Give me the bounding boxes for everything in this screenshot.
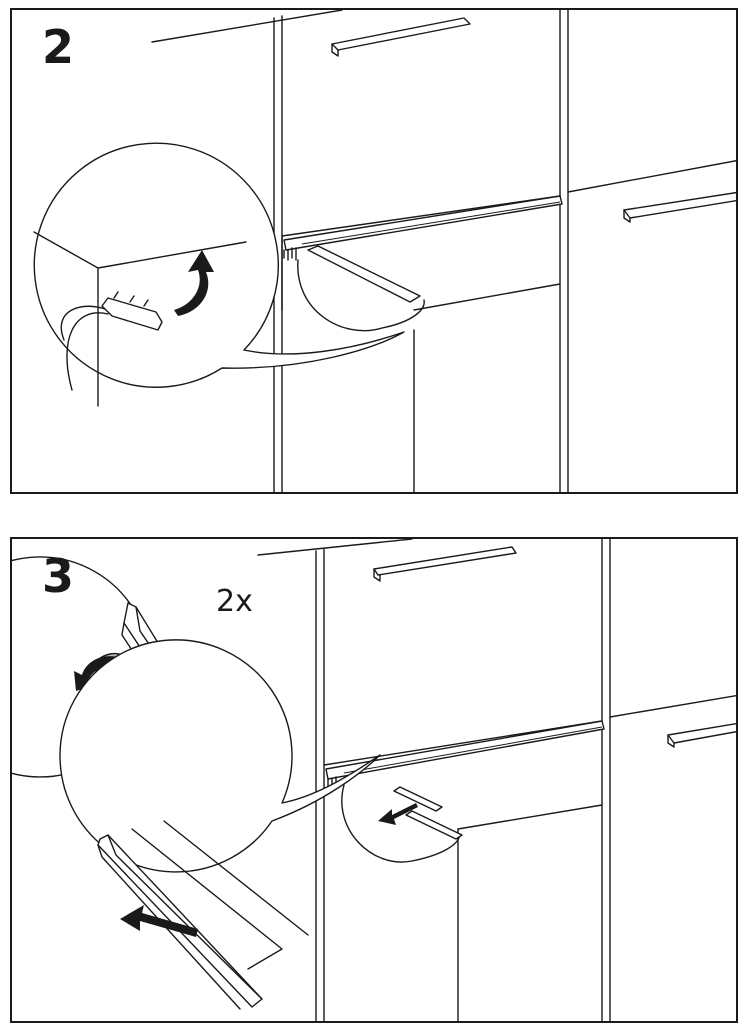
cabinet-top-edge bbox=[151, 10, 343, 43]
cable-strands bbox=[60, 305, 109, 391]
detail-view-lower bbox=[97, 820, 309, 1010]
slide-arrow-icon bbox=[120, 905, 198, 937]
drawer-handle bbox=[331, 17, 471, 51]
rail-track bbox=[131, 820, 309, 970]
shelf-edge bbox=[609, 694, 736, 718]
step-2-panel: 2 bbox=[10, 8, 738, 494]
power-cable bbox=[297, 259, 425, 332]
step-2-illustration bbox=[33, 10, 736, 492]
detail-callout bbox=[33, 142, 405, 388]
shelf-edge bbox=[567, 160, 736, 193]
cabinet-side-edge bbox=[315, 548, 325, 1021]
step-3-illustration bbox=[12, 539, 736, 1021]
diffuser-profile-edge bbox=[97, 834, 263, 1010]
lamp-bar bbox=[307, 245, 421, 303]
plug-prongs bbox=[113, 291, 149, 307]
up-arrow-icon bbox=[174, 250, 214, 316]
detail-view bbox=[33, 231, 247, 407]
drawer-handle-end bbox=[667, 734, 675, 748]
drawer-handle bbox=[373, 546, 517, 576]
lighting-rail bbox=[325, 720, 605, 780]
step-number: 2 bbox=[42, 20, 75, 74]
quantity-label: 2x bbox=[216, 584, 253, 619]
cabinet-underside bbox=[323, 720, 603, 830]
cabinet-divider bbox=[559, 10, 569, 492]
diffuser-strip bbox=[393, 786, 443, 812]
lighting-rail-groove bbox=[301, 201, 561, 245]
rail-connector bbox=[283, 247, 297, 261]
power-cable bbox=[341, 784, 461, 863]
step-number: 3 bbox=[42, 549, 75, 603]
cabinet-corner bbox=[33, 231, 247, 407]
plug-connector bbox=[101, 297, 163, 331]
step-3-panel: 3 2x bbox=[10, 537, 738, 1023]
drawer-handle bbox=[667, 722, 736, 744]
drawer-handle-end bbox=[373, 568, 381, 582]
drawer-handle-end bbox=[331, 43, 339, 57]
cabinet-divider bbox=[601, 539, 611, 1021]
lighting-rail-groove bbox=[343, 726, 603, 774]
drawer-handle-end bbox=[623, 209, 631, 223]
cabinet-underside bbox=[281, 195, 561, 311]
diffuser-strip bbox=[405, 810, 463, 840]
pull-arrow-icon bbox=[378, 803, 418, 825]
cabinet-top-edge bbox=[257, 539, 413, 556]
lighting-rail bbox=[283, 195, 563, 251]
detail-callout-lower bbox=[59, 639, 381, 873]
drawer-handle bbox=[623, 191, 736, 219]
